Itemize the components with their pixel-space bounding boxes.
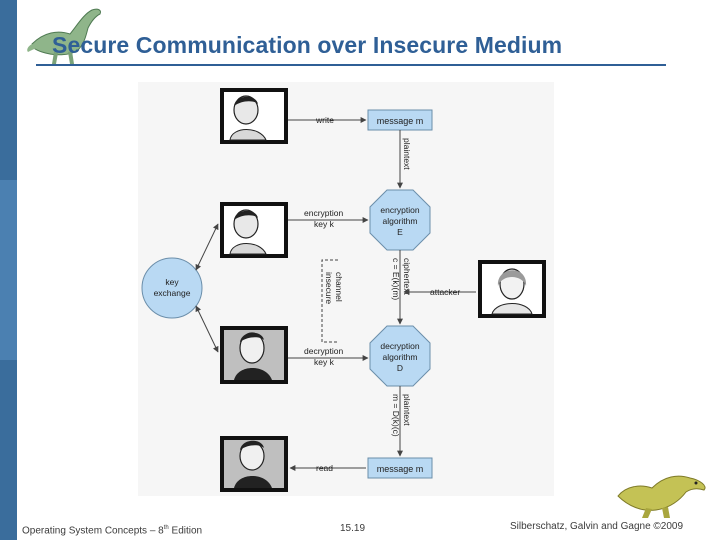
footer-page-number: 15.19: [340, 523, 366, 534]
dinosaur-mascot-icon: [617, 475, 706, 518]
plaintext-top-label: plaintext: [402, 138, 412, 170]
enc-key-label-1: encryption: [304, 208, 343, 218]
footer-edition-text: Edition: [168, 525, 203, 537]
title-underline: [36, 64, 666, 66]
key-exchange-label-2: exchange: [154, 288, 191, 298]
dec-alg-label-1: decryption: [380, 341, 419, 351]
dinosaur-logo-icon: [27, 8, 101, 64]
ciphertext-label-1: ciphertext: [402, 258, 412, 295]
message-box-bottom: [367, 457, 433, 479]
key-exchange-to-sender-arrow: [195, 223, 219, 271]
plaintext-bottom-label-1: plaintext: [402, 394, 412, 426]
attacker-portrait-icon: [478, 260, 546, 318]
key-exchange-to-receiver-arrow: [195, 305, 219, 353]
receiver-key-portrait-icon: [220, 326, 288, 384]
message-bottom-label: message m: [377, 464, 424, 474]
decryption-algorithm-node: [369, 325, 431, 387]
footer-book-text: Operating System Concepts – 8: [22, 525, 164, 537]
enc-alg-label-1: encryption: [380, 205, 419, 215]
sidebar-bar: [0, 0, 17, 540]
receiver-portrait-icon: [220, 436, 288, 492]
sidebar-segment: [0, 180, 17, 360]
message-top-label: message m: [377, 116, 424, 126]
encryption-algorithm-node: [369, 189, 431, 251]
enc-alg-label-2: algorithm: [383, 216, 418, 226]
insecure-label-2: channel: [334, 272, 344, 302]
dec-alg-label-2: algorithm: [383, 352, 418, 362]
enc-alg-label-3: E: [397, 227, 403, 237]
key-exchange-label-1: key: [165, 277, 179, 287]
encryption-diagram: message m message m encryption algorithm…: [141, 88, 546, 492]
key-exchange-node: [141, 257, 203, 319]
sender-key-portrait-icon: [220, 202, 288, 258]
read-label: read: [316, 463, 333, 473]
enc-key-label-2: key k: [314, 219, 335, 229]
ciphertext-label-2: c = E(k)(m): [391, 258, 401, 300]
slide-title: Secure Communication over Insecure Mediu…: [52, 32, 563, 58]
footer-edition-superscript: th: [163, 525, 169, 531]
write-label: write: [315, 115, 334, 125]
dec-alg-label-3: D: [397, 363, 403, 373]
insecure-channel-path: [321, 259, 338, 343]
insecure-label-1: insecure: [324, 272, 334, 304]
dec-key-label-1: decryption: [304, 346, 343, 356]
diagram-panel: message m message m encryption algorithm…: [138, 82, 554, 496]
attacker-label: attacker: [430, 287, 460, 297]
sender-portrait-icon: [220, 88, 288, 144]
footer-book-title: Operating System Concepts – 8th Edition: [22, 525, 202, 536]
dec-key-label-2: key k: [314, 357, 335, 367]
footer-copyright: Silberschatz, Galvin and Gagne ©2009: [510, 521, 684, 532]
plaintext-bottom-label-2: m = D(k)(c): [391, 394, 401, 437]
